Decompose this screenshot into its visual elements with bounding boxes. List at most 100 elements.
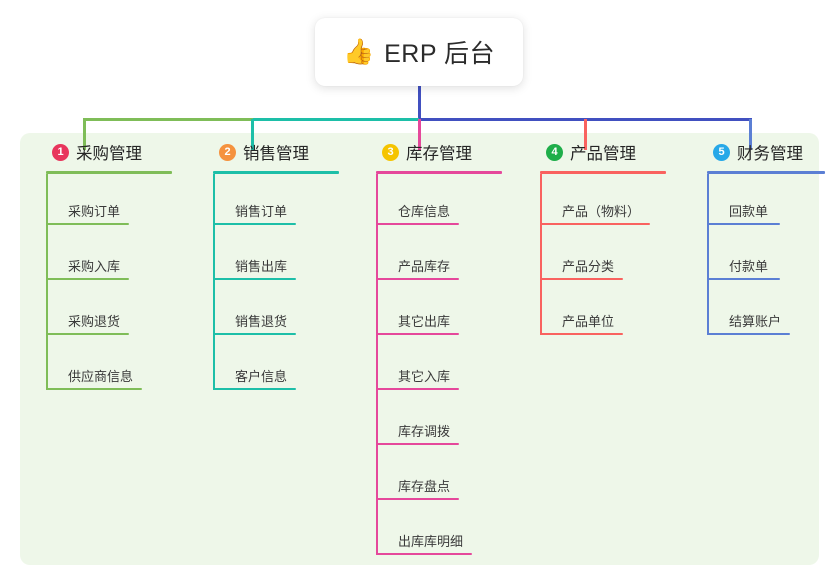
branch-item-underline bbox=[707, 333, 790, 335]
branch-item[interactable]: 结算账户 bbox=[707, 284, 819, 339]
branch-item[interactable]: 销售退货 bbox=[213, 284, 371, 339]
root-node[interactable]: 👍 ERP 后台 bbox=[315, 18, 523, 86]
branch-item[interactable]: 产品（物料） bbox=[540, 174, 708, 229]
branch-underline bbox=[376, 171, 502, 174]
branch-item-underline bbox=[46, 333, 129, 335]
branch-item[interactable]: 产品单位 bbox=[540, 284, 708, 339]
branch-item-label: 库存调拨 bbox=[398, 424, 451, 439]
branch-item-underline bbox=[46, 278, 129, 280]
branch-item-label: 仓库信息 bbox=[398, 204, 451, 219]
branch-title: 采购管理 bbox=[76, 145, 142, 163]
branch-item[interactable]: 出库库明细 bbox=[376, 504, 539, 559]
branch-item-underline bbox=[540, 278, 623, 280]
branches-panel bbox=[20, 133, 819, 565]
branch-item-label: 产品（物料） bbox=[562, 204, 641, 219]
branch-number-badge: 3 bbox=[382, 143, 399, 161]
branch-underline bbox=[540, 171, 666, 174]
branch-item-label: 销售订单 bbox=[235, 204, 288, 219]
branch-header-3[interactable]: 3 库存管理 bbox=[364, 133, 539, 171]
branch-number-badge: 5 bbox=[713, 143, 730, 161]
root-node-title: ERP 后台 bbox=[384, 40, 496, 68]
branch-item-label: 采购订单 bbox=[68, 204, 121, 219]
branch-number-badge: 1 bbox=[52, 143, 69, 161]
branch-item-label: 其它出库 bbox=[398, 314, 451, 329]
branch-title: 产品管理 bbox=[570, 145, 636, 163]
branch-item-underline bbox=[213, 333, 296, 335]
branch-item-underline bbox=[376, 333, 459, 335]
branch-item[interactable]: 客户信息 bbox=[213, 339, 371, 394]
branch-item-underline bbox=[707, 278, 780, 280]
branch-item[interactable]: 产品分类 bbox=[540, 229, 708, 284]
branch-item-underline bbox=[213, 223, 296, 225]
branch-item[interactable]: 采购退货 bbox=[46, 284, 204, 339]
branch-item-list: 产品（物料） 产品分类产品单位 bbox=[540, 174, 708, 339]
branch-item[interactable]: 产品库存 bbox=[376, 229, 539, 284]
branch-item[interactable]: 回款单 bbox=[707, 174, 819, 229]
branch-item[interactable]: 销售订单 bbox=[213, 174, 371, 229]
branch-column-3: 3 库存管理仓库信息产品库存其它出库其它入库库存调拨库存盘点出库库明细 bbox=[364, 133, 539, 559]
branch-item-label: 出库库明细 bbox=[398, 534, 464, 549]
branch-column-5: 5 财务管理回款单付款单结算账户 bbox=[695, 133, 825, 339]
branch-item-underline bbox=[707, 223, 780, 225]
branch-item[interactable]: 其它入库 bbox=[376, 339, 539, 394]
branch-item[interactable]: 仓库信息 bbox=[376, 174, 539, 229]
branch-spine bbox=[540, 174, 542, 335]
branch-column-1: 1 采购管理采购订单采购入库采购退货供应商信息 bbox=[34, 133, 204, 394]
branch-item[interactable]: 库存盘点 bbox=[376, 449, 539, 504]
branch-underline bbox=[213, 171, 339, 174]
branch-item-label: 结算账户 bbox=[729, 314, 782, 329]
branch-item-underline bbox=[376, 278, 459, 280]
branch-item-label: 产品单位 bbox=[562, 314, 615, 329]
branch-item-label: 付款单 bbox=[729, 259, 769, 274]
branch-item-underline bbox=[213, 388, 296, 390]
branch-item-label: 产品分类 bbox=[562, 259, 615, 274]
branch-underline bbox=[707, 171, 825, 174]
branch-item-label: 销售出库 bbox=[235, 259, 288, 274]
branch-item-label: 采购入库 bbox=[68, 259, 121, 274]
branch-number-badge: 2 bbox=[219, 143, 236, 161]
branch-item[interactable]: 其它出库 bbox=[376, 284, 539, 339]
branch-item-list: 采购订单采购入库采购退货供应商信息 bbox=[46, 174, 204, 394]
branch-item-underline bbox=[540, 333, 623, 335]
branch-header-1[interactable]: 1 采购管理 bbox=[34, 133, 204, 171]
branch-item-label: 库存盘点 bbox=[398, 479, 451, 494]
branch-spine bbox=[213, 174, 215, 390]
branch-item-list: 回款单付款单结算账户 bbox=[707, 174, 819, 339]
branch-item-list: 仓库信息产品库存其它出库其它入库库存调拨库存盘点出库库明细 bbox=[376, 174, 539, 559]
branch-title: 库存管理 bbox=[406, 145, 472, 163]
branch-item[interactable]: 付款单 bbox=[707, 229, 819, 284]
branch-item-underline bbox=[376, 223, 459, 225]
branch-item-label: 供应商信息 bbox=[68, 369, 134, 384]
branch-item-label: 回款单 bbox=[729, 204, 769, 219]
branch-spine bbox=[46, 174, 48, 390]
branch-column-4: 4 产品管理产品（物料） 产品分类产品单位 bbox=[528, 133, 708, 339]
branch-item[interactable]: 采购订单 bbox=[46, 174, 204, 229]
branch-item-label: 其它入库 bbox=[398, 369, 451, 384]
branch-item-underline bbox=[213, 278, 296, 280]
branch-title: 财务管理 bbox=[737, 145, 803, 163]
branch-item-underline bbox=[46, 388, 142, 390]
branch-number-badge: 4 bbox=[546, 143, 563, 161]
branch-spine bbox=[707, 174, 709, 335]
branch-item-underline bbox=[376, 388, 459, 390]
branch-item-label: 销售退货 bbox=[235, 314, 288, 329]
branch-item-underline bbox=[376, 498, 459, 500]
branch-item-list: 销售订单销售出库销售退货客户信息 bbox=[213, 174, 371, 394]
branch-item-underline bbox=[376, 553, 472, 555]
branch-header-4[interactable]: 4 产品管理 bbox=[528, 133, 708, 171]
branch-item[interactable]: 供应商信息 bbox=[46, 339, 204, 394]
branch-header-5[interactable]: 5 财务管理 bbox=[695, 133, 819, 171]
branch-item-label: 客户信息 bbox=[235, 369, 288, 384]
branch-underline bbox=[46, 171, 172, 174]
branch-item-label: 产品库存 bbox=[398, 259, 451, 274]
branch-item[interactable]: 销售出库 bbox=[213, 229, 371, 284]
branch-item[interactable]: 采购入库 bbox=[46, 229, 204, 284]
branch-item[interactable]: 库存调拨 bbox=[376, 394, 539, 449]
branch-item-underline bbox=[540, 223, 650, 225]
branch-item-underline bbox=[46, 223, 129, 225]
branch-item-underline bbox=[376, 443, 459, 445]
